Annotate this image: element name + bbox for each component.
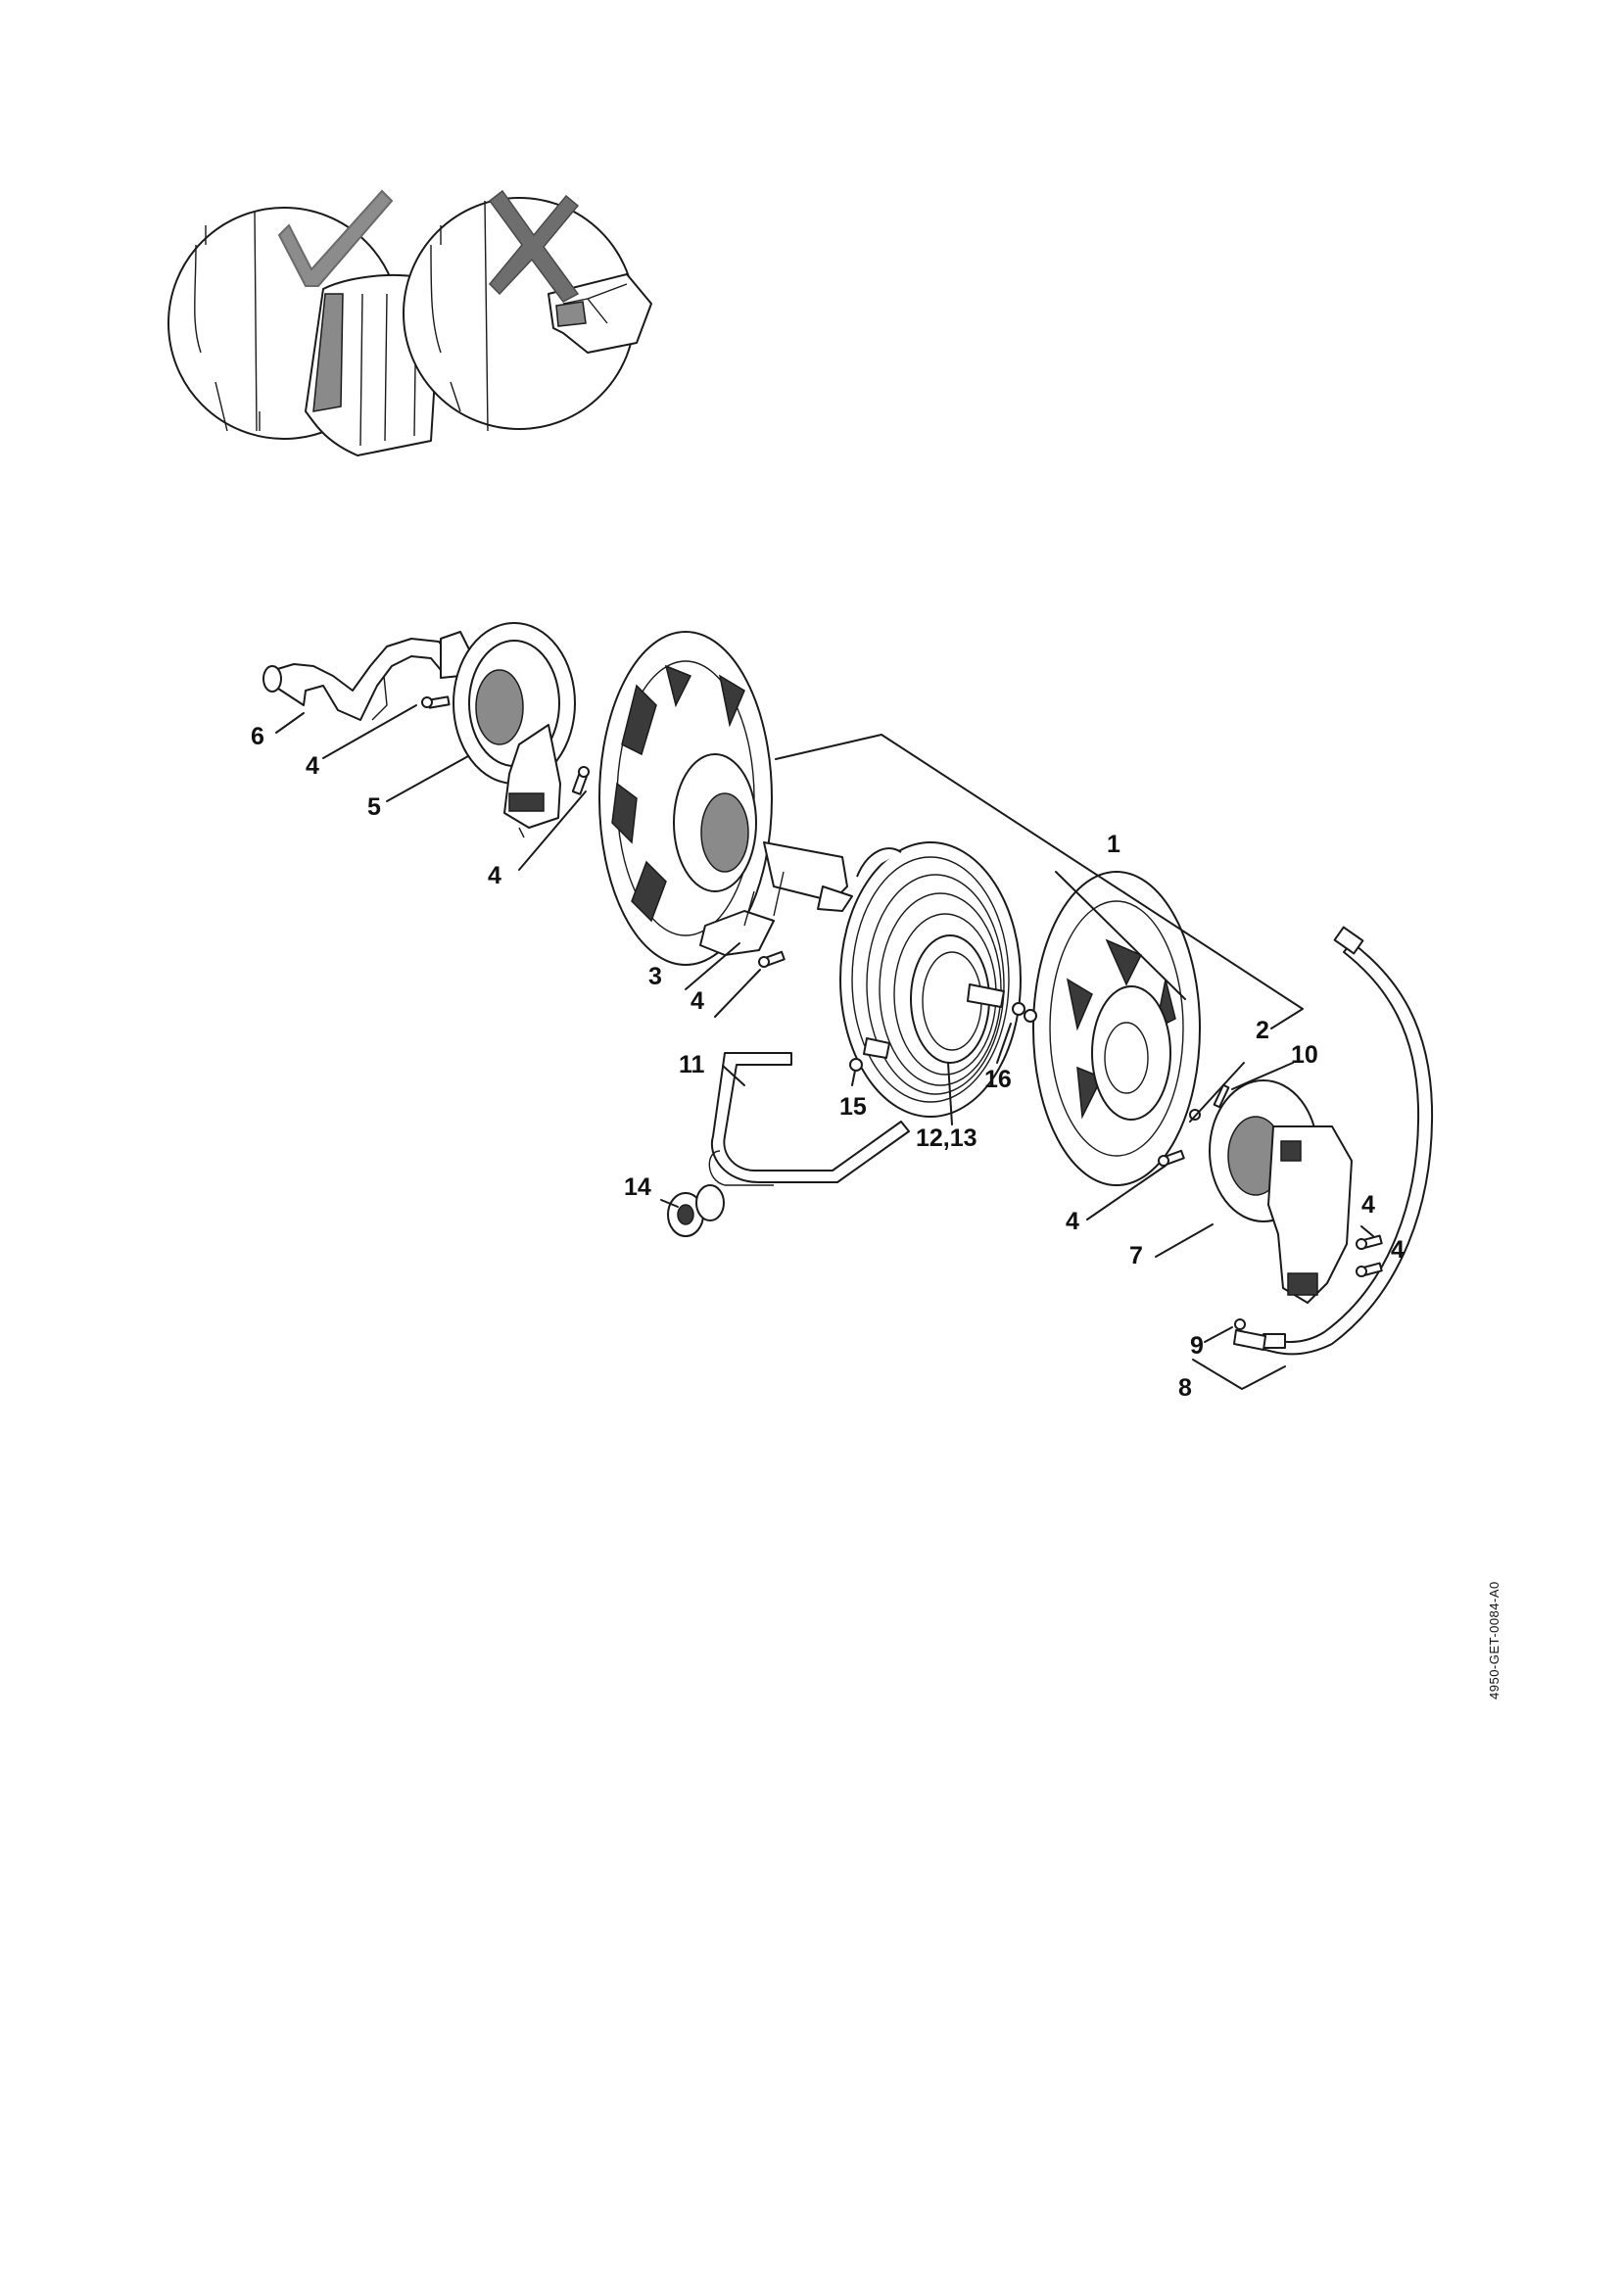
callout-4-screw: 4 bbox=[488, 862, 501, 889]
screw-4-bracket bbox=[758, 950, 786, 968]
right-reel-flange bbox=[1032, 871, 1201, 1186]
seal-rings-16 bbox=[1012, 1002, 1037, 1023]
callout-3-axle-bracket: 3 bbox=[648, 963, 662, 990]
callout-8-outlet-hose: 8 bbox=[1178, 1374, 1192, 1402]
screw-4-hub-top bbox=[421, 695, 451, 709]
callout-4-screw: 4 bbox=[306, 752, 319, 780]
inset-correct-circle bbox=[167, 207, 442, 456]
callout-4-screw: 4 bbox=[1066, 1208, 1079, 1235]
checkmark-icon bbox=[277, 189, 394, 287]
callout-5-left-hub: 5 bbox=[367, 793, 381, 821]
outlet-hose bbox=[1233, 926, 1434, 1356]
callout-4-screw: 4 bbox=[1361, 1191, 1375, 1219]
screw-4-hub-bottom bbox=[571, 766, 590, 795]
callout-6-crank-handle: 6 bbox=[251, 723, 264, 750]
seal-ring-9 bbox=[1234, 1318, 1246, 1330]
axle-bracket bbox=[699, 841, 853, 956]
callout-4-screw: 4 bbox=[1391, 1236, 1405, 1264]
callout-9-seal-ring: 9 bbox=[1190, 1332, 1204, 1360]
right-hub-housing bbox=[1209, 1079, 1353, 1304]
callout-10-pin: 10 bbox=[1291, 1041, 1318, 1069]
document-code: 4950-GET-0084-A0 bbox=[1487, 1581, 1501, 1699]
hose-reel-drum bbox=[839, 841, 1022, 1118]
callout-16-seal-rings: 16 bbox=[984, 1066, 1012, 1093]
hose-connector bbox=[667, 1184, 725, 1237]
callout-1-reel-frame: 1 bbox=[1107, 831, 1120, 858]
left-hub-plate bbox=[453, 622, 576, 838]
left-reel-flange bbox=[598, 631, 773, 966]
screw-4-housing-upper bbox=[1356, 1234, 1383, 1250]
connecting-hose bbox=[708, 1052, 910, 1186]
callout-14-hose-connector: 14 bbox=[624, 1173, 651, 1201]
callout-7-right-hub: 7 bbox=[1129, 1242, 1143, 1269]
screw-4-flange bbox=[1158, 1149, 1185, 1167]
screw-4-housing-lower bbox=[1356, 1262, 1383, 1277]
callout-4-screw: 4 bbox=[691, 987, 704, 1015]
pin-10 bbox=[1213, 1083, 1230, 1109]
callout-2-pin: 2 bbox=[1256, 1017, 1269, 1044]
seal-ring-15 bbox=[849, 1058, 863, 1072]
callout-11-hose: 11 bbox=[679, 1051, 705, 1078]
inset-incorrect-circle bbox=[403, 197, 652, 432]
callout-15-seal-ring: 15 bbox=[839, 1093, 867, 1121]
leader-lines bbox=[275, 704, 1374, 1390]
cross-icon bbox=[488, 189, 580, 303]
callout-12-13-hose-drum: 12,13 bbox=[916, 1124, 977, 1152]
